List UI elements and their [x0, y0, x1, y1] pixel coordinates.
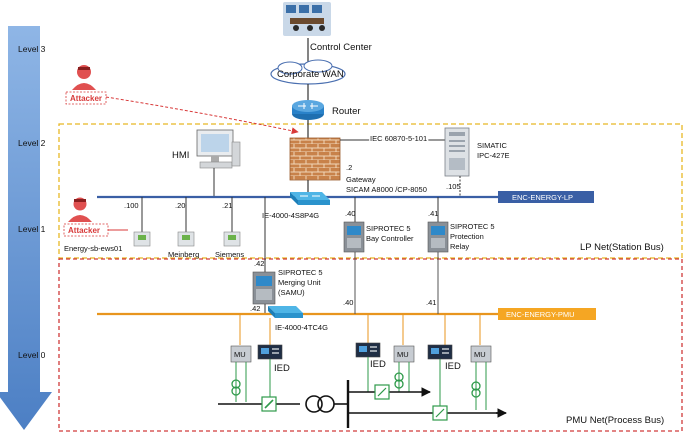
level-arrow — [0, 26, 52, 430]
ied-label-1: IED — [274, 363, 290, 374]
gateway-label-1: Gateway — [346, 175, 376, 184]
pmu-drops — [239, 314, 481, 345]
hmi-label: HMI — [172, 150, 189, 161]
pmu-bus-label: ENC-ENERGY-PMU — [506, 310, 574, 319]
simatic-label-1: SIMATIC — [477, 141, 507, 150]
firewall-icon — [289, 137, 341, 181]
level-3-label: Level 3 — [18, 44, 46, 54]
gateway-label-2: SICAM A8000 /CP-8050 — [346, 185, 427, 194]
prot-label-3: Relay — [450, 242, 469, 251]
station-bus-zone — [58, 123, 683, 259]
samu-addr-bottom: .42 — [250, 304, 260, 313]
mu-box-3 — [470, 345, 492, 363]
meinberg-icon — [177, 231, 195, 247]
switch-pmu-label: IE-4000-4TC4G — [275, 323, 328, 332]
prot-pmu-addr: .41 — [426, 298, 436, 307]
simatic-label-2: IPC-427E — [477, 151, 510, 160]
wan-label: Corporate WAN — [277, 69, 344, 80]
siemens-icon — [223, 231, 241, 247]
lp-bus-tag — [498, 191, 594, 203]
iec-label: IEC 60870-5-101 — [370, 134, 427, 143]
gateway-addr: .2 — [346, 163, 352, 172]
hmi-icon — [196, 129, 241, 169]
samu-label-1: SIPROTEC 5 — [278, 268, 323, 277]
attacker-bottom-icon — [68, 197, 92, 222]
process-wiring — [235, 357, 487, 410]
bay-pmu-addr: .40 — [343, 298, 353, 307]
mu-label-2: MU — [397, 350, 409, 359]
samu-icon — [252, 271, 276, 305]
bay-label-2: Bay Controller — [366, 234, 414, 243]
ied-box-3 — [427, 344, 453, 360]
control-center-icon — [283, 2, 331, 36]
switch-lp-label: IE-4000-4S8P4G — [262, 211, 319, 220]
level-2-label: Level 2 — [18, 138, 46, 148]
primary-circuit — [218, 380, 500, 428]
siemens-label: Siemens — [215, 250, 244, 259]
ied-box-1 — [257, 344, 283, 360]
mu-label-1: MU — [234, 350, 246, 359]
attacker-top-icon — [72, 65, 96, 90]
prot-label-1: SIPROTEC 5 — [450, 222, 495, 231]
level-0-label: Level 0 — [18, 350, 46, 360]
attack-path — [105, 96, 299, 135]
breaker-2-slash — [377, 387, 387, 397]
bay-addr: .40 — [345, 209, 355, 218]
lp-bus-label: ENC-ENERGY-LP — [512, 193, 573, 202]
ied-label-3: IED — [445, 361, 461, 372]
meinberg-label: Meinberg — [168, 250, 199, 259]
attacker-bottom-label: Attacker — [68, 226, 100, 235]
ews-icon — [133, 231, 151, 247]
attacker-top-tag — [65, 91, 107, 105]
router-label: Router — [332, 106, 361, 117]
mu-label-3: MU — [474, 350, 486, 359]
mu-box-2 — [393, 345, 415, 363]
prot-addr: .41 — [428, 209, 438, 218]
ct-icons — [231, 372, 481, 398]
pmu-bus-tag — [498, 308, 596, 320]
prot-label-2: Protection — [450, 232, 484, 241]
samu-addr-top: .42 — [254, 259, 264, 268]
attacker-top-label: Attacker — [70, 94, 102, 103]
router-icon — [292, 100, 324, 120]
mu-box-1 — [230, 345, 252, 363]
pmu-net-label: PMU Net(Process Bus) — [566, 415, 664, 426]
samu-label-2: Merging Unit — [278, 278, 321, 287]
control-center-label: Control Center — [310, 42, 372, 53]
bay-controller-icon — [343, 221, 365, 253]
simatic-ipc-icon — [444, 127, 470, 177]
ipc-addr: .105 — [446, 182, 461, 191]
bay-label-1: SIPROTEC 5 — [366, 224, 411, 233]
ied-label-2: IED — [370, 359, 386, 370]
process-bus-zone — [58, 258, 683, 432]
level-1-label: Level 1 — [18, 224, 46, 234]
ied-box-2 — [355, 342, 381, 358]
lp-net-label: LP Net(Station Bus) — [580, 242, 664, 253]
wan-cloud-icon — [270, 59, 346, 85]
meinberg-addr: .20 — [175, 201, 185, 210]
switch-lp-icon — [290, 192, 330, 205]
siemens-addr: .21 — [222, 201, 232, 210]
samu-label-3: (SAMU) — [278, 288, 305, 297]
ews-label: Energy-sb-ews01 — [64, 244, 122, 253]
switch-pmu-icon — [268, 306, 303, 318]
breaker-3-slash — [435, 408, 445, 418]
protection-relay-icon — [427, 221, 449, 253]
ews-addr: .100 — [124, 201, 139, 210]
